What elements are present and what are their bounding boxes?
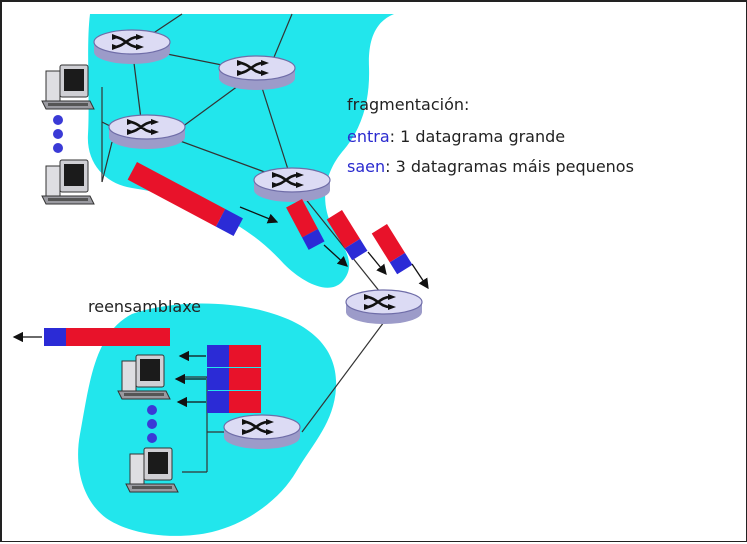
fragment-2 xyxy=(326,210,368,261)
computer-icon xyxy=(41,159,95,205)
fragmentation-out-line: saen: 3 datagramas máis pequenos xyxy=(347,157,634,176)
top-network-cloud xyxy=(87,14,395,288)
computer-icon xyxy=(117,354,171,400)
router-middle-left xyxy=(107,113,187,151)
reassembled-datagram xyxy=(44,328,170,346)
fragment-3 xyxy=(371,224,413,275)
out-value: : 3 datagramas máis pequenos xyxy=(385,157,634,176)
reassembly-label: reensamblaxe xyxy=(88,297,201,316)
router-top-left xyxy=(92,28,172,66)
router-fragmenting xyxy=(252,166,332,204)
computer-icon xyxy=(125,447,179,493)
received-fragments xyxy=(207,345,261,413)
in-key: entra xyxy=(347,127,390,146)
out-key: saen xyxy=(347,157,385,176)
router-bottom xyxy=(222,413,302,451)
in-value: : 1 datagrama grande xyxy=(390,127,565,146)
fragment-1 xyxy=(286,199,325,250)
fragment-arrows xyxy=(174,350,206,408)
fragmentation-in-line: entra: 1 datagrama grande xyxy=(347,127,565,146)
large-datagram xyxy=(127,162,243,236)
computer-icon xyxy=(41,64,95,110)
ellipsis-dots xyxy=(147,405,157,443)
fragmentation-title: fragmentación: xyxy=(347,95,469,114)
router-top-right xyxy=(217,54,297,92)
ellipsis-dots xyxy=(53,115,63,153)
router-center xyxy=(344,288,424,326)
